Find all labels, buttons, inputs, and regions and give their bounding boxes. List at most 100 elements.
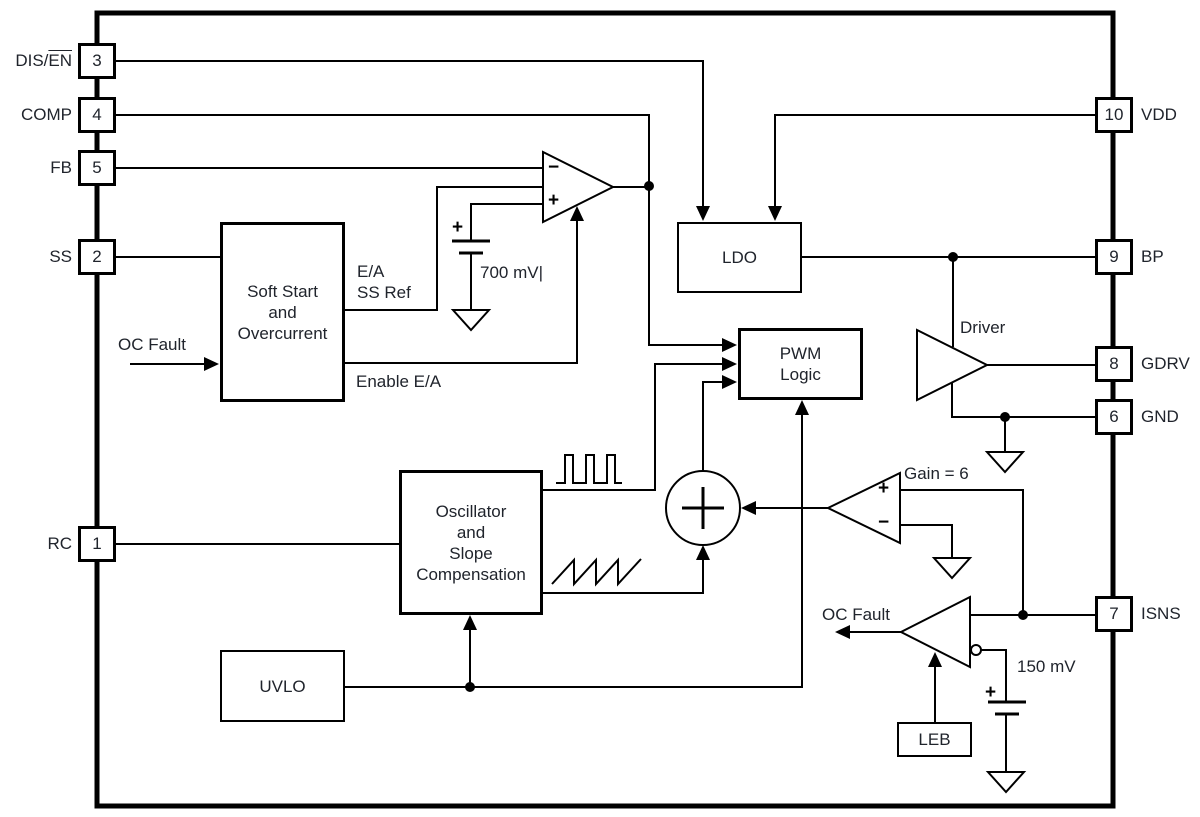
wires [116,60,1095,772]
wire-enable-ea [345,220,578,364]
ground-symbol [984,451,1026,474]
gainamp-minus-sign: − [878,512,890,533]
wire-comp-to-pwm [116,114,723,346]
pin-number: 8 [1109,354,1119,373]
wire-vdd-to-ldo [774,114,1095,207]
uvlo-block: UVLO [220,650,345,722]
pin-label-fb: FB [50,158,72,177]
pin-label-disen: DIS/EN [0,51,72,71]
ground-symbols [450,309,1027,794]
wire-driver-to-gnd [951,383,1095,418]
block-text: Compensation [416,564,526,584]
error-amplifier [542,150,616,224]
wire-ea-ss-ref [345,186,543,311]
oc-fault-output-label: OC Fault [822,605,891,624]
junction-dot [1000,412,1010,422]
summing-junction [665,470,741,546]
eamp-minus-sign: − [548,157,560,178]
pin-box-6-gnd: 6 [1095,399,1133,435]
700mv-reference-label: 700 mV| [480,263,544,282]
battery-150mv-plus-sign: + [985,682,997,703]
gainamp-plus-sign: + [878,478,890,499]
block-text: LEB [918,730,951,749]
pin-label-rc: RC [47,534,72,553]
soft-start-overcurrent-block: Soft Start and Overcurrent [220,222,345,402]
block-text: Overcurrent [237,323,328,343]
junction-dot [948,252,958,262]
enable-ea-label: Enable E/A [356,372,442,391]
pin-number: 9 [1109,247,1119,266]
ground-symbol [931,557,973,580]
wire-150mv-ref [981,649,1007,772]
ea-ss-ref-label: E/A SS Ref [357,261,411,303]
block-text: LDO [722,248,757,267]
pin-box-3-disen: 3 [78,43,116,79]
block-text: and [456,522,486,542]
pin-box-7-isns: 7 [1095,596,1133,632]
pin-number: 7 [1109,604,1119,623]
battery-700mv [452,239,490,255]
driver-buffer [916,328,990,402]
block-text: Slope [449,543,493,563]
pin-label-bp: BP [1141,247,1164,266]
junction-dot [465,682,475,692]
pin-number: 5 [92,158,102,177]
wire-gainamp-minus-gnd [900,524,953,558]
ground-symbol [450,309,492,332]
gain-amplifier [825,471,901,545]
junction-dot [644,181,654,191]
pin-label-text: DIS/ [15,51,49,70]
block-text: Soft Start [247,281,318,301]
arrowheads [204,206,942,667]
pin-box-5-fb: 5 [78,150,116,186]
pin-box-1-rc: 1 [78,526,116,562]
ldo-block: LDO [677,222,802,293]
gain-label: Gain = 6 [904,464,969,483]
pin-box-4-comp: 4 [78,97,116,133]
150mv-reference-label: 150 mV [1017,657,1076,676]
eamp-plus-sign: + [548,190,560,211]
battery-700mv-plus-sign: + [452,217,464,238]
leb-block: LEB [897,722,972,757]
pin-number: 4 [92,105,102,124]
pin-number: 6 [1109,407,1119,426]
pin-number: 10 [1104,105,1124,124]
oc-fault-input-label: OC Fault [118,335,187,354]
pin-label-comp: COMP [21,105,72,124]
inverting-bubble [970,644,982,656]
battery-150mv [988,700,1026,716]
wire-disen-to-ldo [116,60,704,207]
block-text: Logic [780,365,821,384]
wire-clock-to-pwm [543,363,723,491]
pin-box-2-ss: 2 [78,239,116,275]
block-text: PWM [779,344,822,363]
clock-waveform-icon [556,454,622,484]
pin-box-10-vdd: 10 [1095,97,1133,133]
ground-symbol [985,771,1027,794]
pin-label-gnd: GND [1141,407,1179,426]
wire-summer-to-pwm [702,381,723,471]
ss-ref-label-line: SS Ref [357,283,411,302]
oscillator-slope-comp-block: Oscillator and Slope Compensation [399,470,543,615]
junction-dots [465,181,1028,692]
pin-box-9-bp: 9 [1095,239,1133,275]
driver-label: Driver [960,318,1006,337]
block-text: UVLO [259,676,306,696]
pwm-logic-block: PWM Logic [738,328,863,400]
pin-number: 3 [92,51,102,70]
wire-saw-to-summer [543,559,704,594]
pin-box-8-gdrv: 8 [1095,346,1133,382]
sawtooth-waveform-icon [551,557,642,587]
wire-uvlo-to-pwm [345,414,803,688]
pin-label-isns: ISNS [1141,604,1181,623]
wire-700mv-ref [470,203,543,310]
block-text: and [268,302,297,322]
block-text: Oscillator [435,501,507,521]
pin-label-gdrv: GDRV [1141,354,1190,373]
pin-number: 1 [92,534,102,553]
ea-label-line: E/A [357,262,385,281]
wire-isns-to-gainamp [900,489,1024,615]
oc-comparator [898,595,971,669]
